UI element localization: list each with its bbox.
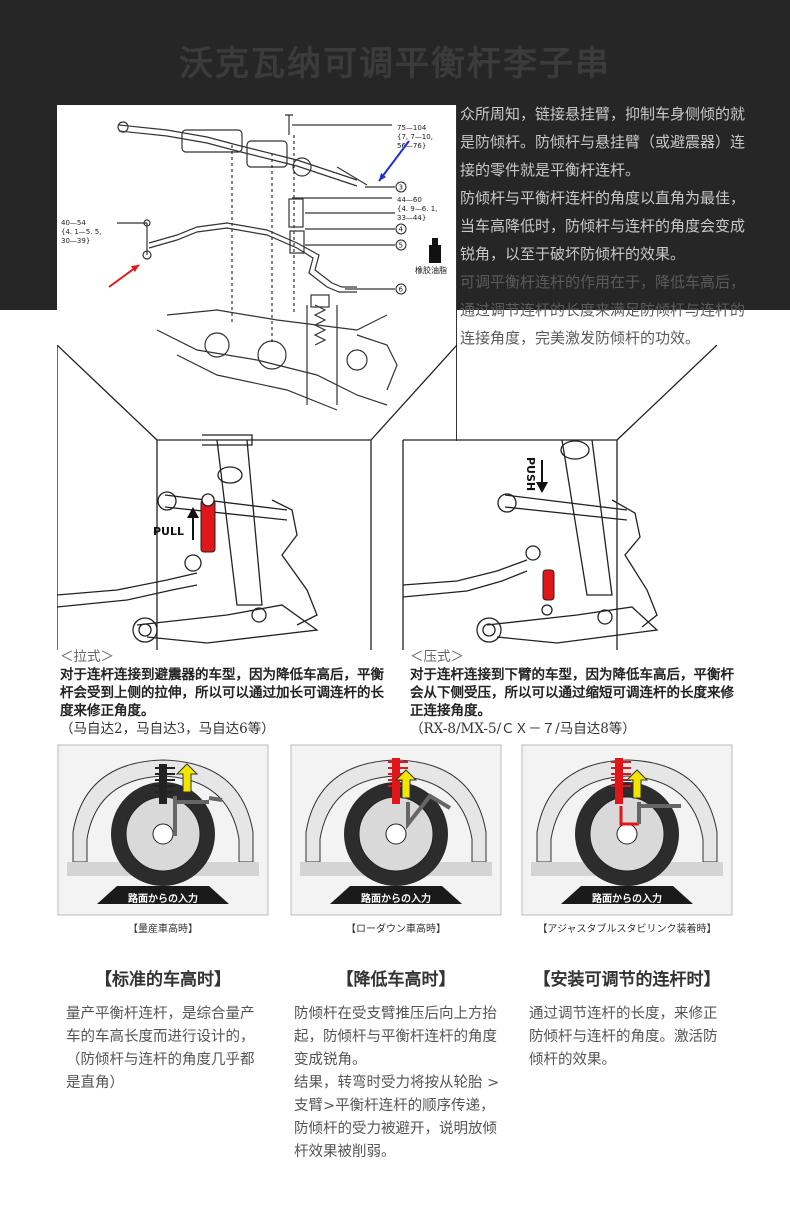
pull-type-models: （马自达2，马自达3，马自达6等）	[60, 721, 275, 737]
torque-spec-4: 44—60	[397, 196, 422, 204]
up-arrow-icon	[394, 769, 418, 799]
torque-spec-7: 40—54	[61, 219, 86, 227]
push-type-tag: ＜压式＞	[410, 649, 464, 665]
caption-adjustable-jp: 【アジャスタブルスタビリンク装着時】	[537, 924, 717, 935]
torque-spec-5: {4. 9—6. 1,	[397, 205, 437, 213]
text-standard-p1: 量产平衡杆连杆，是综合量产车的车高长度而进行设计的，（防倾杆与连杆的角度几乎都是…	[66, 1006, 255, 1091]
pull-type-text: 对于连杆连接到避震器的车型，因为降低车高后，平衡杆会受到上侧的拉伸，所以可以通过…	[60, 667, 384, 719]
caption-standard-jp: 【量産車高時】	[128, 924, 198, 935]
blue-arrow-icon	[378, 140, 410, 182]
up-arrow-icon	[625, 769, 649, 799]
torque-spec-8: {4. 1—5. 5,	[61, 228, 101, 236]
caption-lowered-jp: 【ローダウン車高時】	[346, 924, 446, 935]
up-arrow-icon	[175, 763, 199, 793]
pull-type-caption: ＜拉式＞ 对于连杆连接到避震器的车型，因为降低车高后，平衡杆会受到上侧的拉伸，所…	[60, 648, 390, 738]
push-label: PUSH	[524, 457, 537, 491]
torque-spec-3: 56—76}	[397, 142, 426, 150]
text-lowered-p2: 结果，转弯时受力将按从轮胎 > 支臂>平衡杆连杆的顺序传递，防倾杆的受力被避开，…	[294, 1075, 500, 1160]
text-standard: 量产平衡杆连杆，是综合量产车的车高长度而进行设计的，（防倾杆与连杆的角度几乎都是…	[66, 1003, 266, 1095]
intro-text: 众所周知，链接悬挂臂，抑制车身侧倾的就是防倾杆。防倾杆与悬挂臂（或避震器）连接的…	[460, 100, 750, 352]
torque-spec-6: 33—44}	[397, 214, 426, 222]
road-input-label-3: 路面からの入力	[592, 892, 662, 905]
torque-spec-1: 75—104	[397, 124, 427, 132]
suspension-types-figure: PULL PUSH	[56, 344, 718, 650]
pull-label: PULL	[153, 525, 184, 538]
grease-label: 橡胶油脂	[415, 265, 447, 275]
push-type-models: （RX-8/MX-5/ＣＸ－７/马自达8等）	[410, 721, 636, 737]
text-lowered-p1: 防倾杆在受支臂推压后向上方抬起，防倾杆与平衡杆连杆的角度变成锐角。	[294, 1006, 497, 1068]
page-title: 沃克瓦纳可调平衡杆李子串	[179, 44, 611, 84]
callout-6: 6	[399, 286, 404, 294]
torque-spec-9: 30—39}	[61, 237, 90, 245]
torque-spec-2: {7, 7—10,	[397, 133, 433, 141]
adjustable-link-pull-icon	[200, 499, 216, 553]
road-input-label-2: 路面からの入力	[361, 892, 431, 905]
suspension-parts-diagram: 3 4 5 6 75—104 {7, 7—10, 56—76} 44—60 {4…	[57, 105, 457, 441]
text-lowered: 防倾杆在受支臂推压后向上方抬起，防倾杆与平衡杆连杆的角度变成锐角。 结果，转弯时…	[294, 1003, 508, 1164]
suspension-types-svg: PULL PUSH	[56, 344, 718, 650]
text-adjustable: 通过调节连杆的长度，来修正防倾杆与连杆的角度。激活防倾杆的效果。	[529, 1003, 729, 1072]
intro-paragraph-2: 防倾杆与平衡杆连杆的角度以直角为最佳，当车高降低时，防倾杆与连杆的角度会变成锐角…	[460, 189, 746, 263]
intro-paragraph-3: 可调平衡杆连杆的作用在于，降低车高后，通过调节连杆的长度来满足防倾杆与连杆的连接…	[460, 273, 746, 347]
standard-height-diagram: 路面からの入力	[57, 744, 269, 916]
standard-link-icon	[159, 764, 167, 804]
callout-5: 5	[399, 242, 403, 250]
push-type-text: 对于连杆连接到下臂的车型，因为降低车高后，平衡杆会从下侧受压，所以可以通过缩短可…	[410, 667, 734, 719]
grease-bottle-icon	[429, 245, 441, 263]
intro-paragraph-1: 众所周知，链接悬挂臂，抑制车身侧倾的就是防倾杆。防倾杆与悬挂臂（或避震器）连接的…	[460, 105, 746, 179]
heading-lowered: 【降低车高时】	[336, 970, 456, 990]
lowered-height-diagram: 路面からの入力	[290, 744, 502, 916]
pull-type-tag: ＜拉式＞	[60, 649, 114, 665]
road-input-label-1: 路面からの入力	[128, 892, 198, 905]
heading-adjustable: 【安装可调节的连杆时】	[533, 970, 721, 990]
text-adjustable-p1: 通过调节连杆的长度，来修正防倾杆与连杆的角度。激活防倾杆的效果。	[529, 1006, 718, 1068]
adjustable-link-diagram: 路面からの入力	[521, 744, 733, 916]
push-type-caption: ＜压式＞ 对于连杆连接到下臂的车型，因为降低车高后，平衡杆会从下侧受压，所以可以…	[410, 648, 740, 738]
heading-standard: 【标准的车高时】	[95, 970, 231, 990]
parts-diagram-svg: 3 4 5 6 75—104 {7, 7—10, 56—76} 44—60 {4…	[61, 114, 447, 411]
callout-4: 4	[399, 226, 404, 234]
callout-3: 3	[399, 184, 403, 192]
adjustable-link-push-icon	[542, 569, 555, 601]
